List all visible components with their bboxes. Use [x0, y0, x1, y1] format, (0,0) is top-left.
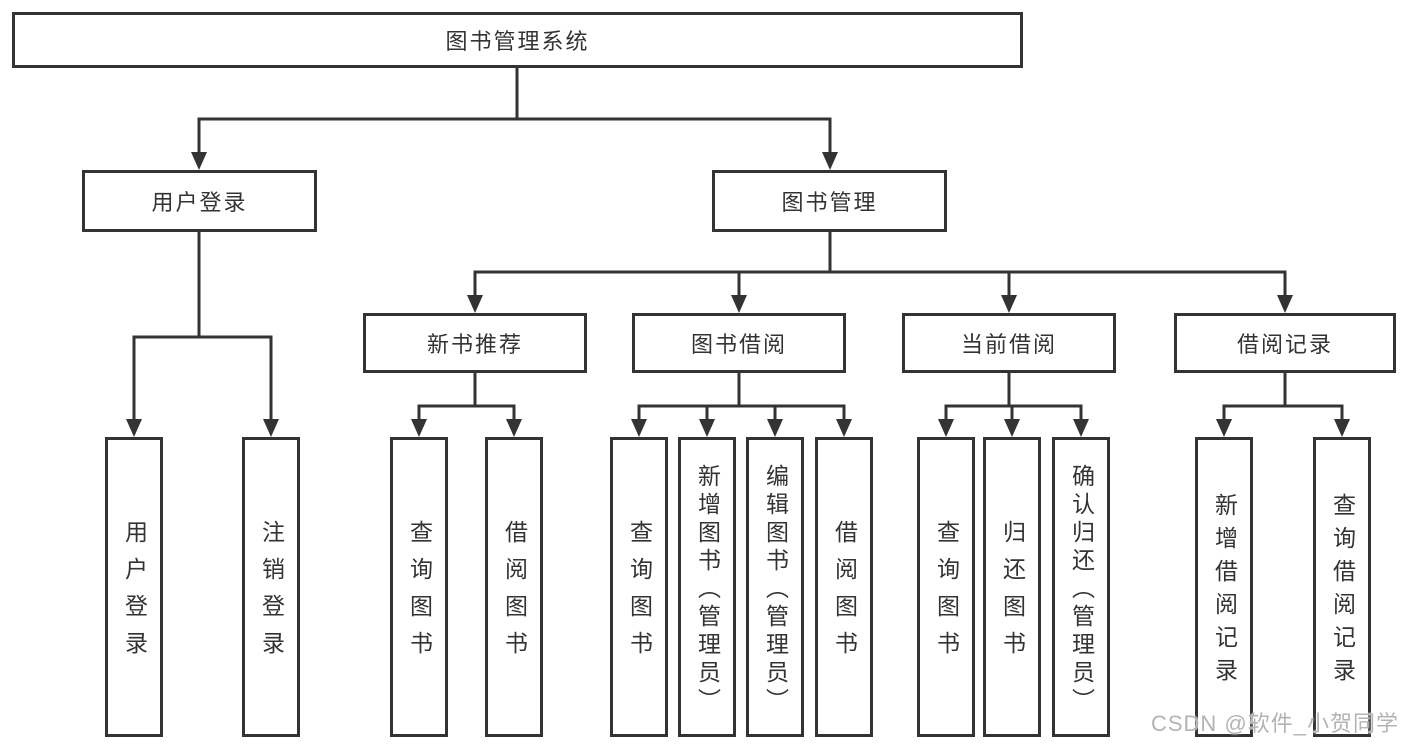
node-user-login: 用户登录 [82, 170, 317, 232]
node-new-book-recommend: 新书推荐 [363, 313, 587, 373]
leaf-bb-edit-books-admin: 编辑图书（管理员） [746, 437, 804, 737]
leaf-cb-return-books: 归还图书 [983, 437, 1041, 737]
leaf-logout: 注销登录 [242, 437, 300, 737]
node-book-management-system: 图书管理系统 [12, 12, 1023, 68]
leaf-cb-confirm-return-admin: 确认归还（管理员） [1052, 437, 1110, 737]
leaf-br-add-record: 新增借阅记录 [1195, 437, 1253, 737]
leaf-user-login: 用户登录 [105, 437, 163, 737]
leaf-nb-query-books: 查询图书 [390, 437, 448, 737]
node-current-borrowing: 当前借阅 [902, 313, 1116, 373]
node-book-borrowing: 图书借阅 [632, 313, 846, 373]
connector-book-borrow-children [631, 371, 852, 437]
csdn-watermark: CSDN @软件_小贺同学 [1150, 711, 1399, 736]
leaf-nb-borrow-books: 借阅图书 [485, 437, 543, 737]
leaf-bb-borrow-books: 借阅图书 [815, 437, 873, 737]
node-borrowing-records: 借阅记录 [1174, 313, 1396, 373]
connector-borrow-record-children [1216, 371, 1350, 437]
connector-root-to-level2 [191, 66, 838, 170]
connector-new-book-children [411, 371, 522, 437]
connector-user-login-children [126, 230, 279, 437]
connector-current-borrow-children [938, 371, 1089, 437]
leaf-br-query-record: 查询借阅记录 [1313, 437, 1371, 737]
node-book-management: 图书管理 [712, 170, 947, 232]
leaf-bb-query-books: 查询图书 [610, 437, 668, 737]
leaf-cb-query-books: 查询图书 [917, 437, 975, 737]
connector-book-mgmt-children [467, 230, 1293, 313]
leaf-bb-add-books-admin: 新增图书（管理员） [678, 437, 736, 737]
